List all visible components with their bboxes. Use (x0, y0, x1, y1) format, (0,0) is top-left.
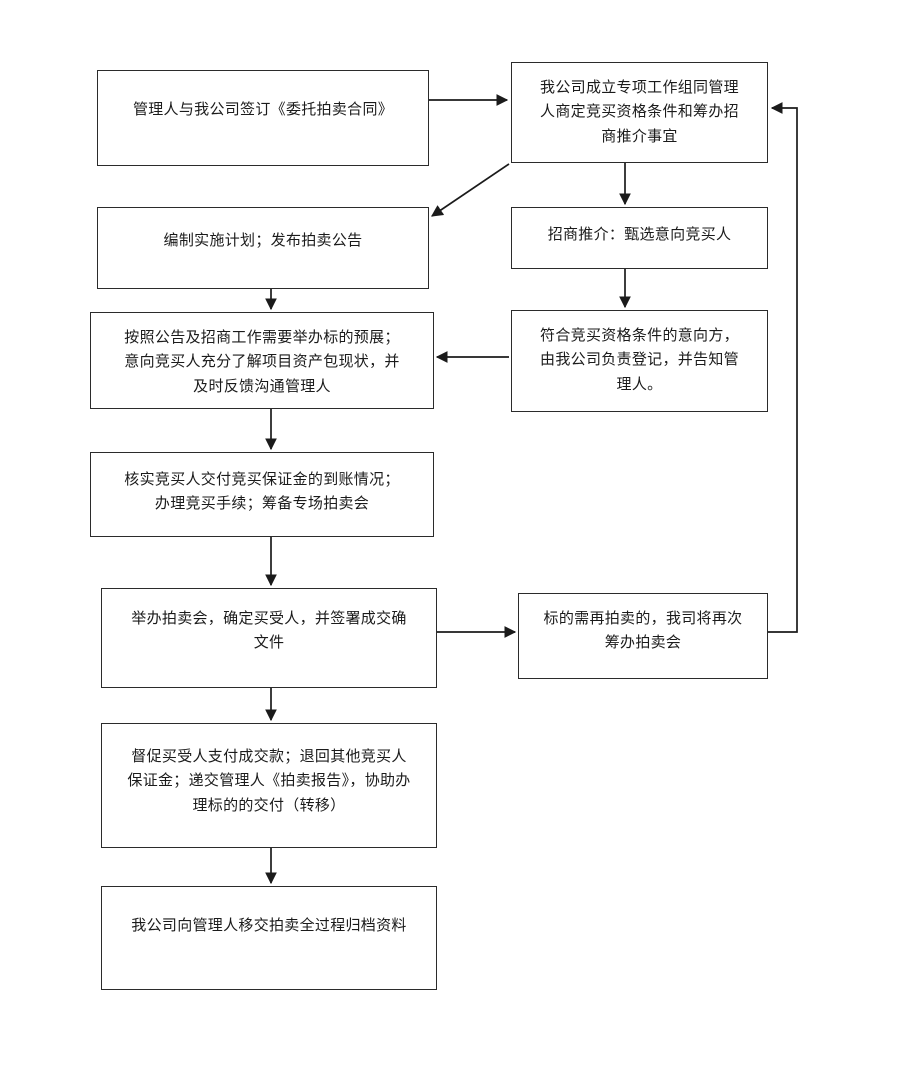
node-label: 标的需再拍卖的，我司将再次 筹办拍卖会 (543, 609, 743, 652)
node-label: 督促买受人支付成交款；退回其他竞买人 保证金；递交管理人《拍卖报告》，协助办 理… (127, 747, 411, 814)
edge-n9-to-n2-loopback (768, 102, 798, 633)
node-label: 我公司向管理人移交拍卖全过程归档资料 (131, 916, 407, 934)
node-label: 我公司成立专项工作组同管理 人商定竞买资格条件和筹办招 商推介事宜 (540, 78, 739, 145)
process-node-plan-and-announcement[interactable]: 编制实施计划；发布拍卖公告 (97, 207, 429, 289)
node-label: 管理人与我公司签订《委托拍卖合同》 (132, 100, 394, 118)
edge-n2-to-n3 (431, 163, 510, 217)
node-label: 符合竞买资格条件的意向方， 由我公司负责登记，并告知管 理人。 (540, 326, 739, 393)
process-node-investment-promotion[interactable]: 招商推介：甄选意向竞买人 (511, 207, 768, 269)
process-node-sign-contract[interactable]: 管理人与我公司签订《委托拍卖合同》 (97, 70, 429, 166)
process-node-payment-and-delivery[interactable]: 督促买受人支付成交款；退回其他竞买人 保证金；递交管理人《拍卖报告》，协助办 理… (101, 723, 437, 848)
process-node-verify-deposit[interactable]: 核实竞买人交付竞买保证金的到账情况； 办理竞买手续；筹备专场拍卖会 (90, 452, 434, 537)
process-node-archive-handover[interactable]: 我公司向管理人移交拍卖全过程归档资料 (101, 886, 437, 990)
node-label: 核实竞买人交付竞买保证金的到账情况； 办理竞买手续；筹备专场拍卖会 (124, 470, 400, 513)
process-node-re-auction[interactable]: 标的需再拍卖的，我司将再次 筹办拍卖会 (518, 593, 768, 679)
node-label: 按照公告及招商工作需要举办标的预展； 意向竞买人充分了解项目资产包现状，并 及时… (124, 328, 400, 395)
node-label: 编制实施计划；发布拍卖公告 (163, 231, 363, 249)
node-label: 举办拍卖会，确定买受人，并签署成交确 文件 (131, 609, 407, 652)
node-label: 招商推介：甄选意向竞买人 (547, 225, 732, 243)
process-node-register-qualified-bidders[interactable]: 符合竞买资格条件的意向方， 由我公司负责登记，并告知管 理人。 (511, 310, 768, 412)
process-node-form-working-group[interactable]: 我公司成立专项工作组同管理 人商定竞买资格条件和筹办招 商推介事宜 (511, 62, 768, 163)
process-node-preview-exhibition[interactable]: 按照公告及招商工作需要举办标的预展； 意向竞买人充分了解项目资产包现状，并 及时… (90, 312, 434, 409)
process-node-hold-auction[interactable]: 举办拍卖会，确定买受人，并签署成交确 文件 (101, 588, 437, 688)
